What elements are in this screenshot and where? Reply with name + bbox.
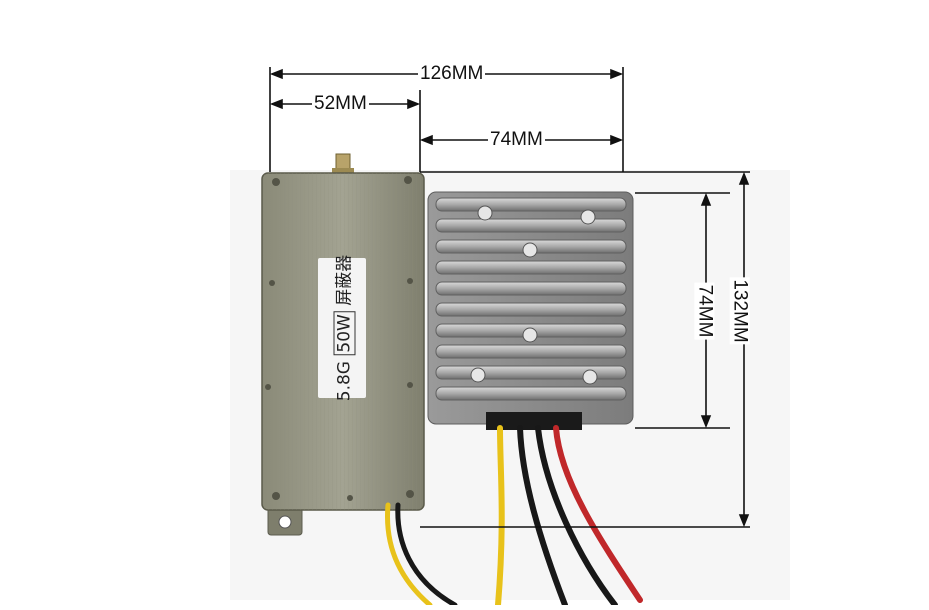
heatsink-fin [435, 218, 627, 233]
dim-right-height: 74MM [694, 282, 716, 340]
heatsink-bolt [477, 205, 493, 221]
heatsink-bolt [582, 369, 598, 385]
dim-left-width: 52MM [312, 93, 369, 114]
heatsink-fin [435, 281, 627, 296]
dim-overall-width: 126MM [418, 63, 486, 84]
heatsink-fins [435, 197, 627, 401]
black-wire-b [535, 425, 618, 608]
sma-nut [332, 168, 354, 176]
heatsink-fin [435, 386, 627, 401]
heatsink-bolt [470, 367, 486, 383]
wires [385, 425, 643, 608]
dim-right-width: 74MM [488, 129, 545, 150]
label-name: 屏蔽器 [334, 254, 355, 306]
dim-overall-height: 132MM [729, 277, 751, 345]
label-power: 50W [333, 311, 356, 356]
label-frequency: 5.8G [334, 361, 355, 402]
product-label-text: 5.8G 50W 屏蔽器 [330, 254, 356, 402]
heatsink-fin [435, 344, 627, 359]
cable-grommet [486, 412, 582, 430]
amp-black-wire [395, 502, 458, 608]
heatsink-bolt [522, 327, 538, 343]
heatsink-bolt [522, 242, 538, 258]
heatsink-fin [435, 302, 627, 317]
yellow-wire [495, 425, 505, 608]
converter-module [427, 191, 634, 430]
heatsink-fin [435, 197, 627, 212]
heatsink-fin [435, 260, 627, 275]
heatsink-fin [435, 365, 627, 380]
mounting-hole [278, 515, 292, 529]
case-screws [265, 176, 414, 501]
product-label: 5.8G 50W 屏蔽器 [318, 254, 366, 402]
red-wire [553, 425, 643, 603]
amp-yellow-wire [385, 502, 433, 608]
black-wire-a [517, 425, 568, 608]
heatsink-bolt [580, 209, 596, 225]
